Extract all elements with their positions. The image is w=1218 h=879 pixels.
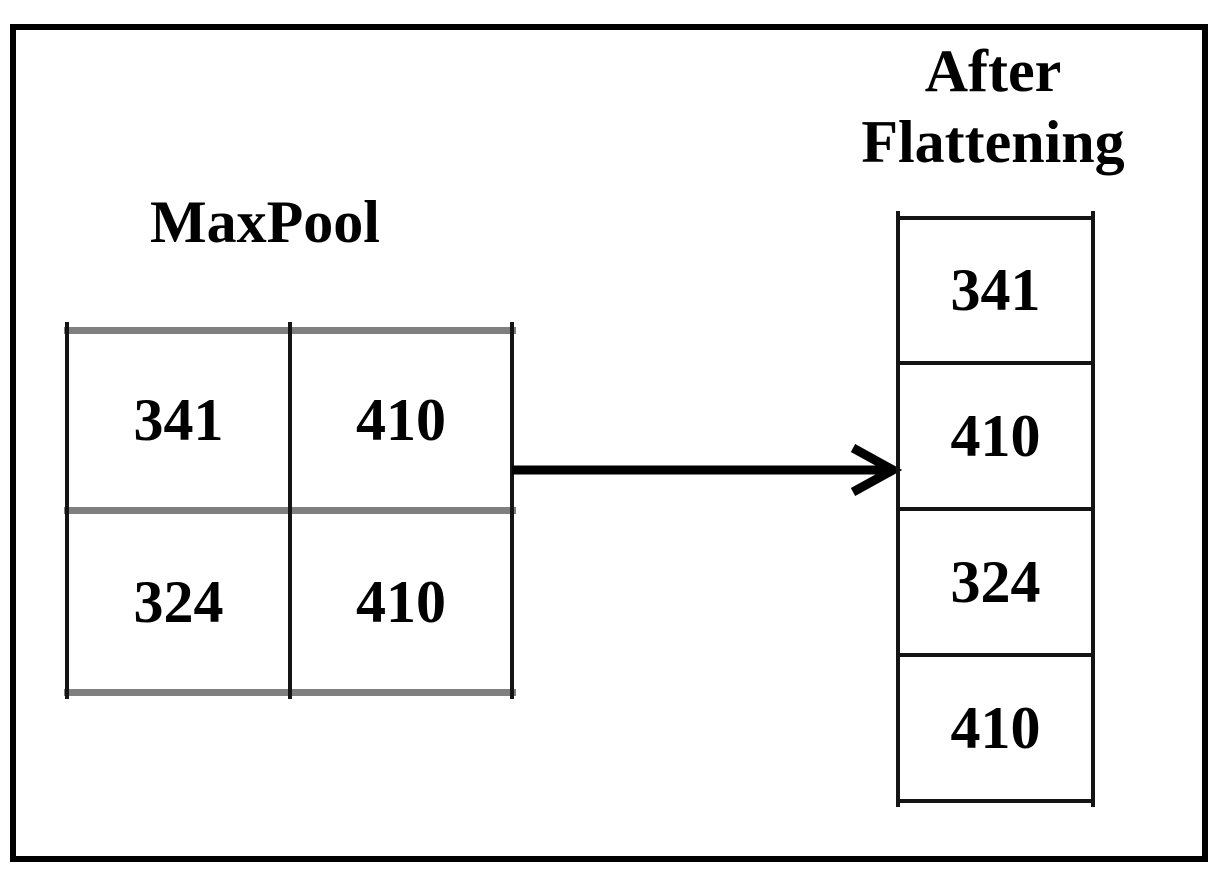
column-cell-1: 410: [950, 402, 1041, 469]
grid-cell-r1c1: 410: [356, 568, 446, 635]
column-cell-0: 341: [950, 257, 1041, 323]
column-hline-0: [896, 216, 1095, 220]
after-label-line1: After: [924, 38, 1062, 104]
column-hline-4: [896, 799, 1095, 803]
column-vline-right: [1091, 211, 1095, 807]
grid-vline-left: [65, 322, 69, 699]
grid-cell-r1c0: 324: [133, 568, 224, 635]
grid-vline-right: [510, 322, 514, 699]
column-hline-2: [896, 507, 1095, 511]
grid-vline-middle: [288, 322, 292, 699]
grid-cell-r0c0: 341: [133, 387, 224, 453]
figure-border: [10, 24, 1208, 862]
after-flattening-label: After Flattening: [843, 36, 1143, 178]
grid-cell-r0c1: 410: [356, 387, 446, 453]
column-hline-3: [896, 653, 1095, 657]
flatten-arrow-icon: [512, 444, 902, 496]
column-hline-1: [896, 361, 1095, 365]
column-vline-left: [896, 211, 900, 807]
column-cell-2: 324: [950, 548, 1041, 615]
after-label-line2: Flattening: [861, 109, 1125, 175]
maxpool-label: MaxPool: [150, 189, 380, 255]
column-cell-3: 410: [950, 694, 1041, 761]
